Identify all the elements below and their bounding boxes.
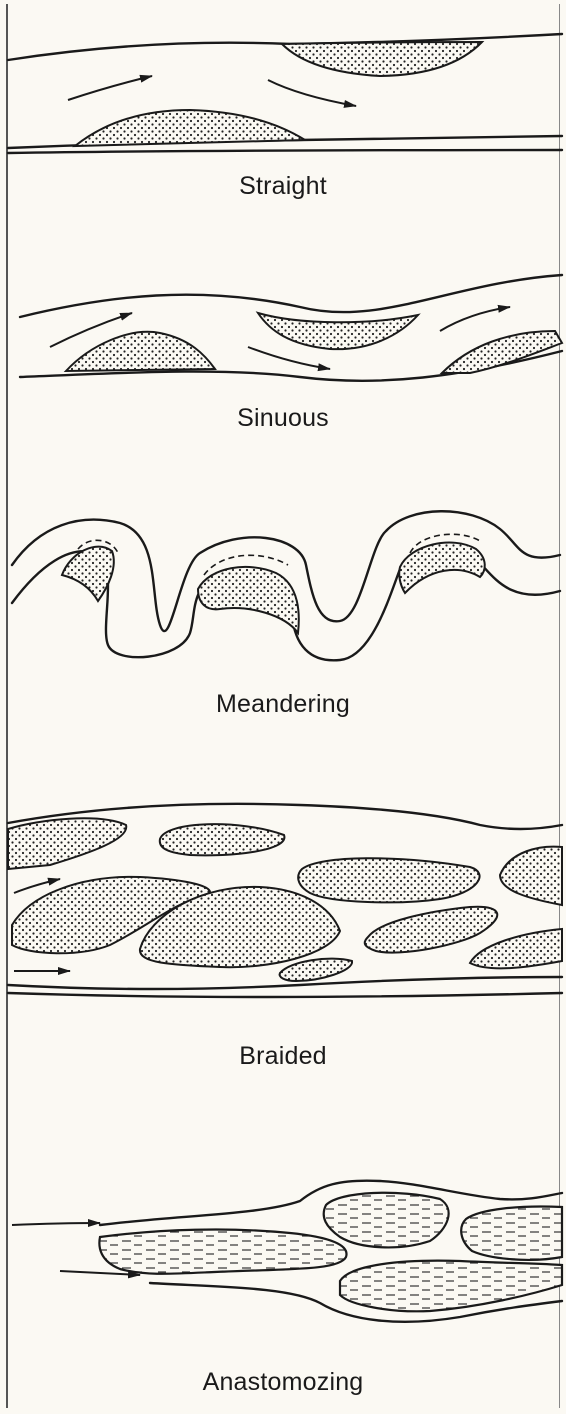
- meandering-channel-diagram: [0, 505, 566, 670]
- sinuous-bar-2: [258, 313, 418, 349]
- anastomozing-flow-arrow-1: [12, 1223, 100, 1225]
- sinuous-bar-1: [66, 332, 215, 371]
- anastomozing-island-2: [324, 1193, 449, 1248]
- braided-bar-1: [8, 818, 126, 869]
- braided-label: Braided: [0, 1042, 566, 1071]
- meandering-label: Meandering: [0, 690, 566, 719]
- sinuous-label: Sinuous: [0, 404, 566, 433]
- anastomozing-island-4: [340, 1261, 562, 1312]
- braided-bar-8: [280, 959, 352, 981]
- sinuous-flow-arrow-3: [440, 307, 510, 331]
- braided-bar-9: [470, 929, 562, 968]
- anastomozing-label: Anastomozing: [0, 1368, 566, 1397]
- straight-channel-diagram: [0, 0, 566, 160]
- braided-bar-7: [365, 907, 498, 953]
- braided-bar-5: [298, 858, 479, 902]
- straight-bar-lower: [75, 110, 305, 146]
- braided-bar-2: [160, 824, 285, 855]
- braided-bar-6: [500, 847, 562, 905]
- straight-label: Straight: [0, 172, 566, 201]
- straight-flow-arrow-1: [68, 76, 152, 100]
- sinuous-bar-3: [442, 331, 562, 373]
- meandering-point-bar-2: [198, 567, 299, 633]
- straight-bar-upper: [282, 42, 482, 76]
- sinuous-flow-arrow-2: [248, 347, 330, 369]
- straight-lower-edge: [8, 150, 562, 153]
- sinuous-channel-diagram: [0, 255, 566, 405]
- anastomozing-island-3: [461, 1207, 562, 1260]
- anastomozing-island-1: [99, 1230, 346, 1274]
- sinuous-top-bank: [20, 275, 562, 317]
- straight-flow-arrow-2: [268, 80, 356, 106]
- braided-channel-diagram: [0, 795, 566, 1010]
- anastomozing-channel-diagram: [0, 1165, 566, 1355]
- braided-lower-edge: [8, 993, 562, 997]
